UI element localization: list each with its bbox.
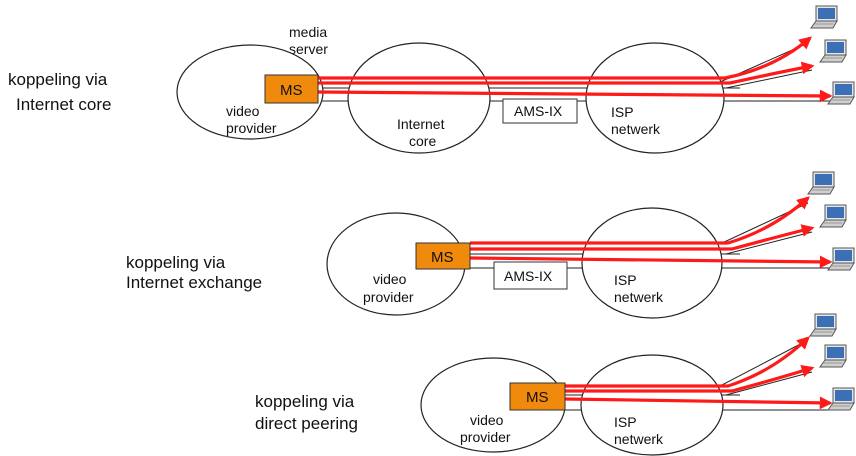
laptop-icon [827,81,855,105]
ams-ix-box [502,98,578,124]
media-server-box [509,382,566,411]
ams-ix-label: AMS-IX [504,268,553,284]
video-provider-label-line1: video [470,412,504,428]
video-provider-label-line1: video [373,271,407,287]
laptop-icon [810,5,838,29]
isp-network-cloud [580,354,724,456]
scenario-1-title-line1: koppeling via [8,70,108,89]
client-link [719,339,809,387]
laptop-icon [819,204,847,228]
media-server-label: MS [431,249,454,266]
isp-network-label-line2: netwerk [614,431,664,447]
laptop-icon [827,387,855,411]
internet-core-cloud [347,42,491,154]
video-provider-label-line1: video [226,103,260,119]
video-stream-arrow [317,89,833,103]
video-stream-arrow [318,61,815,85]
video-stream-arrow [470,224,815,251]
client-link [725,371,813,396]
client-link [725,69,813,89]
scenario-2-title-line1: koppeling via [126,253,226,272]
media-server-label: MS [526,389,549,406]
media-server-annotation-line2: server [289,41,328,57]
isp-network-label-line2: netwerk [611,121,661,137]
laptop-icon [807,171,835,195]
laptop-icon [819,344,847,368]
video-stream-arrow [469,255,833,269]
video-stream-arrow [565,364,815,393]
scenario-3-title-line2: direct peering [255,414,358,433]
client-link [725,231,813,255]
isp-network-label-line1: ISP [614,272,637,288]
isp-network-cloud [581,207,723,319]
scenario-internet-exchange: koppeling via Internet exchange AMS-IX v… [126,171,855,319]
ams-ix-label: AMS-IX [514,103,563,119]
isp-network-label-line2: netwerk [614,289,664,305]
isp-network-label-line1: ISP [614,414,637,430]
ams-ix-box [493,261,568,290]
media-server-box [264,74,319,104]
video-provider-label-line2: provider [460,429,511,445]
video-provider-label-line2: provider [363,289,414,305]
scenario-direct-peering: koppeling via direct peering video provi… [255,313,855,456]
laptop-icon [819,39,847,63]
internet-core-label-line2: core [409,133,436,149]
media-server-annotation-line1: media [289,24,327,40]
video-provider-label-line2: provider [226,120,277,136]
scenario-1-title-line2: Internet core [16,95,111,114]
media-server-label: MS [280,82,303,99]
laptop-icon [809,313,837,337]
video-stream-arrow [565,336,810,388]
scenario-3-title-line1: koppeling via [255,392,355,411]
isp-network-label-line1: ISP [611,104,634,120]
internet-core-label-line1: Internet [397,116,445,132]
scenario-2-title-line2: Internet exchange [126,273,262,292]
media-server-box [415,242,471,270]
laptop-icon [827,247,855,271]
video-stream-arrow [564,396,833,410]
scenario-internet-core: koppeling via Internet core media server… [8,5,855,154]
video-stream-arrow [470,196,810,245]
video-stream-arrow [318,36,812,80]
isp-network-cloud [585,42,725,154]
